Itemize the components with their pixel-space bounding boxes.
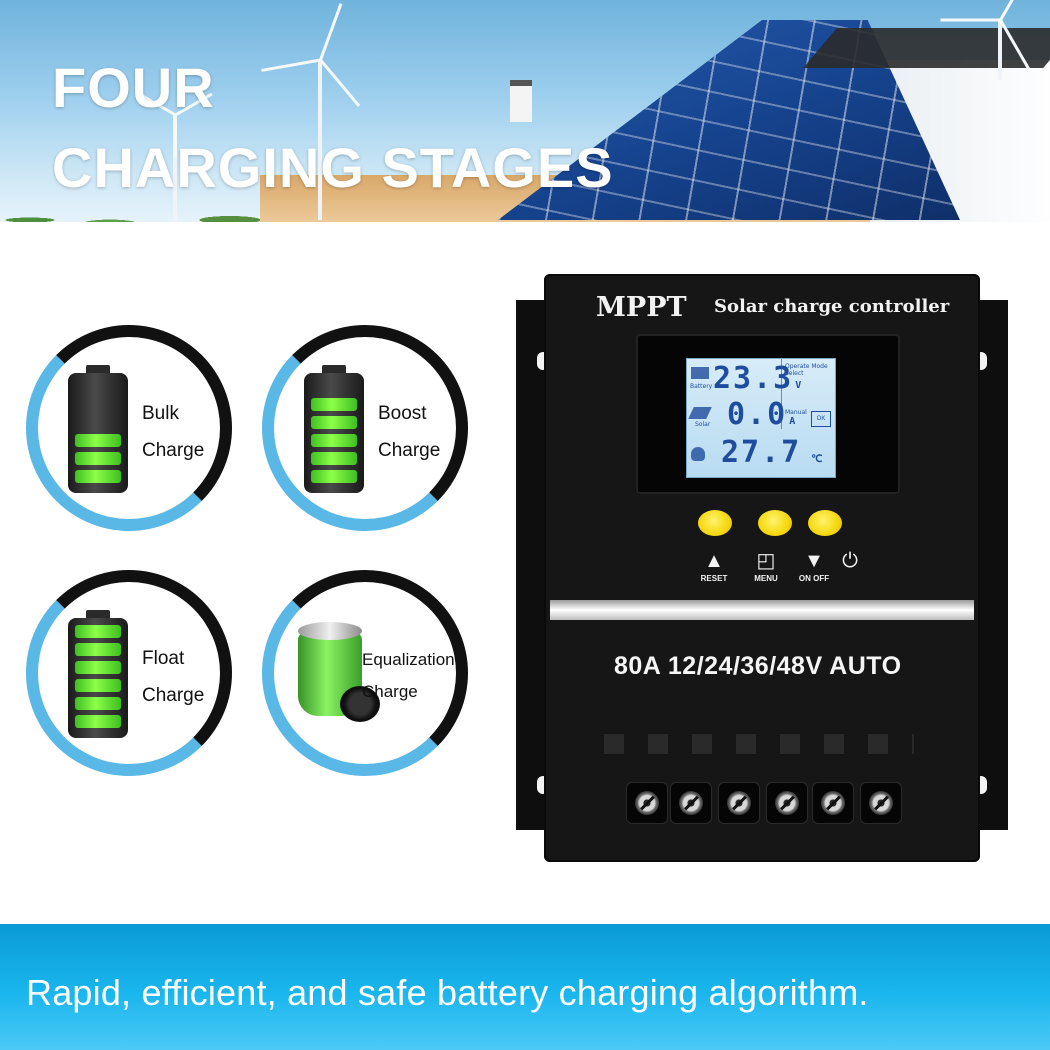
stage-label-line-2: Charge — [362, 682, 418, 701]
battery-icon — [304, 365, 364, 493]
yellow-button-1[interactable] — [698, 510, 732, 536]
menu-icon: ◰ — [756, 550, 776, 572]
terminal-screw — [670, 782, 712, 824]
stage-label-line-1: Equalization — [362, 650, 455, 669]
terminal-screw — [626, 782, 668, 824]
stage-equalization-charge: Equalization Charge — [262, 570, 468, 776]
charging-jar-icon — [292, 622, 380, 732]
headline-line-2: CHARGING STAGES — [52, 136, 614, 199]
controller-case: MPPT Solar charge controller Battery 23.… — [544, 274, 980, 862]
controller-subtitle: Solar charge controller — [714, 296, 950, 317]
down-arrow-icon: ▼ — [804, 550, 824, 572]
menu-caption: MENU — [754, 574, 778, 583]
yellow-button-2[interactable] — [758, 510, 792, 536]
stage-label: Boost Charge — [378, 395, 440, 469]
stage-label-line-1: Boost — [378, 403, 427, 424]
lcd-battery-label: Battery — [690, 383, 713, 390]
stage-label-line-2: Charge — [378, 440, 441, 461]
terminal-screw — [718, 782, 760, 824]
controller-spec: 80A 12/24/36/48V AUTO — [614, 652, 902, 680]
stage-label-line-1: Bulk — [142, 403, 179, 424]
lcd-voltage-unit: V — [795, 380, 802, 391]
reset-key: ▲ RESET — [684, 550, 744, 583]
footer-banner: Rapid, efficient, and safe battery charg… — [0, 924, 1050, 1050]
terminal-screw — [860, 782, 902, 824]
up-arrow-icon: ▲ — [704, 550, 724, 572]
lcd-temperature: 27.7 — [721, 435, 802, 470]
lcd-voltage: 23.3 — [713, 361, 794, 396]
lcd-temperature-unit: ℃ — [811, 454, 823, 465]
headline-line-1: FOUR — [52, 56, 215, 119]
power-icon: ⏻ — [842, 550, 858, 572]
controller-brand: MPPT — [596, 292, 687, 323]
temperature-icon — [691, 447, 705, 461]
lcd-current-unit: A — [789, 416, 796, 427]
lcd-mode-label: Operate Mode Select — [785, 363, 828, 377]
solar-panel-icon — [688, 407, 712, 419]
stage-float-charge: Float Charge — [26, 570, 232, 776]
onoff-key: ▼ ON OFF — [784, 550, 844, 583]
stage-label-line-2: Charge — [142, 685, 205, 706]
battery-icon — [691, 367, 709, 379]
headline: FOUR CHARGING STAGES — [52, 48, 614, 208]
menu-key: ◰ MENU — [736, 550, 796, 583]
stage-label: Bulk Charge — [142, 395, 204, 469]
stage-bulk-charge: Bulk Charge — [26, 325, 232, 531]
embossed-symbols — [604, 734, 914, 754]
stage-label: Float Charge — [142, 640, 204, 714]
terminal-screw — [812, 782, 854, 824]
chimney — [510, 80, 532, 122]
tagline: Rapid, efficient, and safe battery charg… — [26, 972, 869, 1013]
stage-label-line-2: Charge — [142, 440, 205, 461]
onoff-caption: ON OFF — [798, 574, 830, 583]
stage-boost-charge: Boost Charge — [262, 325, 468, 531]
roof-edge — [803, 28, 1050, 68]
charge-controller: MPPT Solar charge controller Battery 23.… — [516, 274, 1008, 862]
lcd-current: 0.0 — [727, 397, 788, 432]
battery-icon — [68, 365, 128, 493]
terminal-screw — [766, 782, 808, 824]
battery-icon — [68, 610, 128, 738]
lcd-solar-label: Solar — [695, 421, 711, 428]
stage-label-line-1: Float — [142, 648, 185, 669]
hero-banner: FOUR CHARGING STAGES — [0, 0, 1050, 222]
yellow-button-3[interactable] — [808, 510, 842, 536]
reset-caption: RESET — [700, 574, 728, 583]
power-key: ⏻ — [820, 550, 880, 572]
lcd-ok-label: OK — [811, 411, 831, 427]
lcd-manual-label: Manual — [785, 409, 807, 416]
reflective-stripe — [550, 600, 974, 620]
stage-label: Equalization Charge — [362, 644, 455, 708]
lcd-temperature-row: 27.7 ℃ — [721, 435, 822, 470]
